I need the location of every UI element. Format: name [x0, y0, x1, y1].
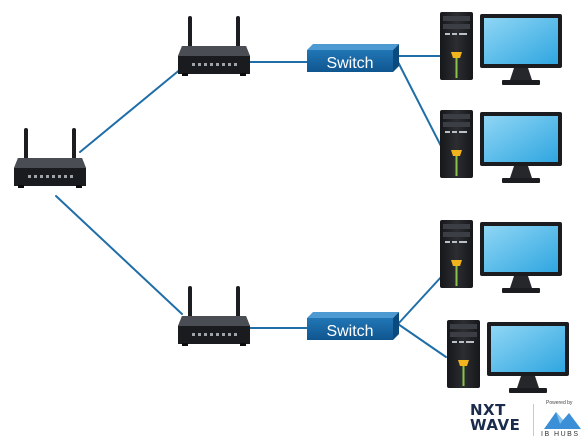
switch-top-label: Switch: [326, 55, 373, 72]
computer-2: [440, 110, 562, 183]
computer-4: [447, 320, 569, 393]
computer-3: [440, 220, 562, 293]
router-top: [178, 16, 250, 76]
link-switch-top-to-pc2: [397, 61, 443, 149]
powered-by-label: Powered by: [546, 400, 573, 406]
link-main-to-router-top: [79, 67, 183, 153]
router-main: [14, 128, 86, 188]
link-switch-bottom-to-pc3: [397, 275, 443, 325]
nxtwave-logo: NXT WAVE: [470, 403, 530, 433]
router-bottom: [178, 286, 250, 346]
link-main-to-router-bottom: [55, 195, 183, 315]
branding-divider: [533, 404, 534, 436]
nxtwave-logo-line2: WAVE: [470, 416, 521, 434]
switch-bottom: Switch: [307, 312, 399, 340]
network-links: [55, 55, 447, 358]
link-switch-bottom-to-pc4: [397, 323, 447, 358]
nxtwave-logo-line1: NXT: [470, 401, 506, 419]
switch-bottom-label: Switch: [326, 323, 373, 340]
computer-1: [440, 12, 562, 85]
ib-hubs-label: IB HUBS: [541, 431, 580, 438]
switch-top: Switch: [307, 44, 399, 72]
ib-hubs-logo-icon: [544, 412, 581, 429]
